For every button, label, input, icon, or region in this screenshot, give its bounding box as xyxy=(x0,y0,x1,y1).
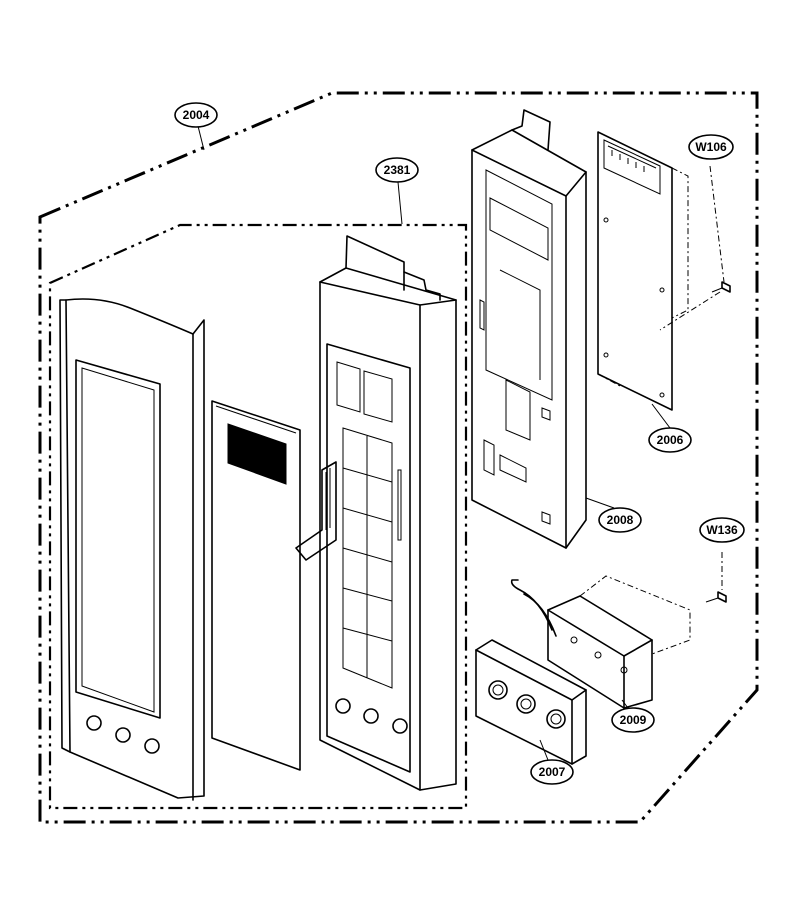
callout-label: 2381 xyxy=(384,163,411,177)
leader-w106-pcb xyxy=(659,291,721,331)
callout-2006: 2006 xyxy=(648,427,692,453)
assembly-boundary-2381 xyxy=(48,223,468,810)
callout-label: W106 xyxy=(695,140,727,154)
leader-2004 xyxy=(197,125,205,151)
callout-label: 2009 xyxy=(620,713,647,727)
callout-2008: 2008 xyxy=(598,507,642,533)
callout-2009: 2009 xyxy=(611,707,655,733)
front-panel xyxy=(59,298,205,801)
screw-w106 xyxy=(711,281,731,293)
leader-2009 xyxy=(621,699,629,709)
leader-2006 xyxy=(651,403,671,429)
callout-w136: W136 xyxy=(699,517,745,543)
pcb-2006 xyxy=(597,131,689,411)
callout-w106: W106 xyxy=(688,134,734,160)
leader-2008 xyxy=(585,497,615,509)
knob-holder-2007 xyxy=(475,639,587,765)
callout-label: 2008 xyxy=(607,513,634,527)
callout-label: 2007 xyxy=(539,765,566,779)
leader-w106-screw xyxy=(709,165,725,283)
assembly-boundary-2004 xyxy=(38,91,759,824)
control-frame-2381 xyxy=(295,235,457,791)
callout-2007: 2007 xyxy=(530,759,574,785)
callout-label: W136 xyxy=(706,523,738,537)
callout-label: 2004 xyxy=(183,108,210,122)
screw-w136 xyxy=(705,591,727,603)
callout-2381: 2381 xyxy=(375,157,419,183)
callout-2004: 2004 xyxy=(174,102,218,128)
bracket-2008 xyxy=(471,109,587,549)
encoder-board-2009 xyxy=(510,575,691,709)
display-membrane xyxy=(211,400,301,771)
leader-2381 xyxy=(397,181,403,225)
leader-2007 xyxy=(539,739,549,761)
callout-label: 2006 xyxy=(657,433,684,447)
